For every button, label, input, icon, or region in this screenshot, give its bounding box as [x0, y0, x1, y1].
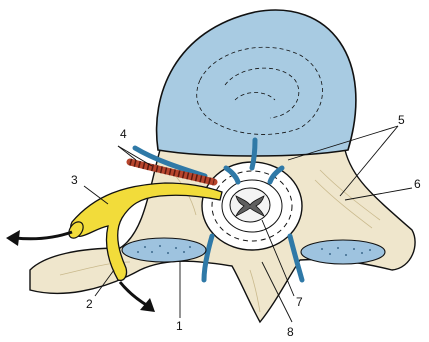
label-3: 3 — [71, 173, 78, 187]
left-facet — [122, 238, 206, 262]
label-8: 8 — [287, 325, 294, 339]
label-4: 4 — [120, 127, 127, 141]
left-arrow — [6, 230, 72, 246]
down-arrow — [120, 282, 155, 312]
label-2: 2 — [86, 297, 93, 311]
label-7: 7 — [296, 295, 303, 309]
right-facet — [301, 240, 385, 264]
label-1: 1 — [176, 319, 183, 333]
label-5: 5 — [398, 113, 405, 127]
label-6: 6 — [414, 177, 421, 191]
